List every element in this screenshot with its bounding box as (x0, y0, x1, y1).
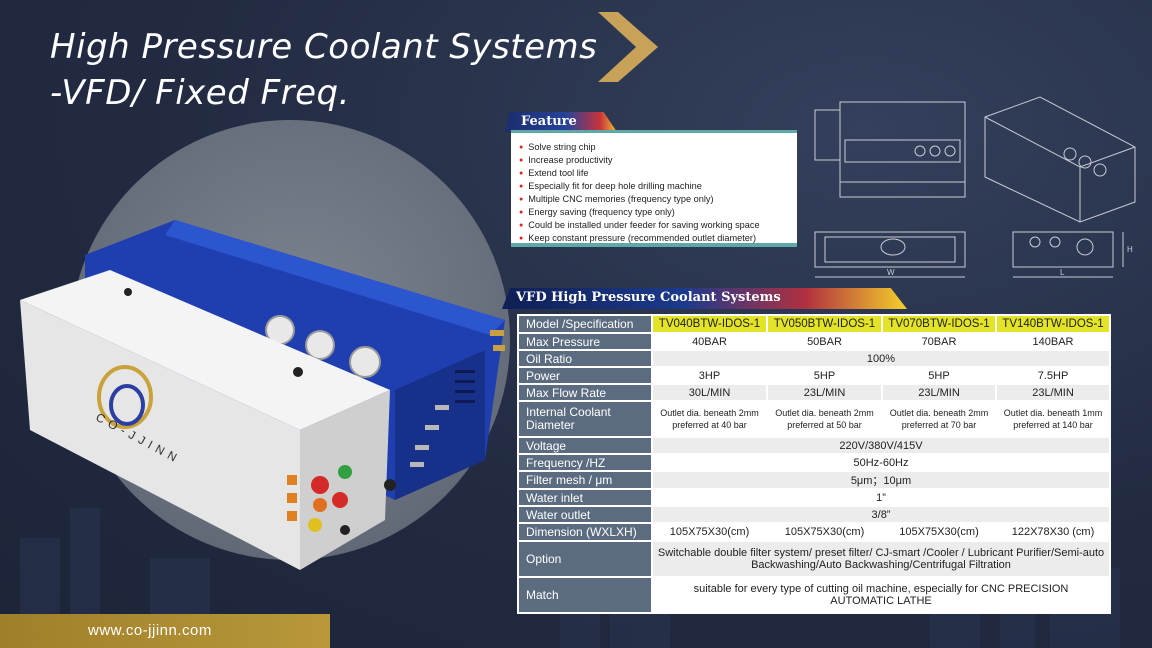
feature-item: Multiple CNC memories (frequency type on… (519, 193, 797, 206)
table-row: Power 3HP 5HP 5HP 7.5HP (517, 366, 1111, 385)
row-label: Frequency /HZ (517, 453, 653, 472)
feature-item: Extend tool life (519, 167, 797, 180)
model-cell: TV040BTW-IDOS-1 (651, 314, 768, 334)
table-row: Internal Coolant Diameter Outlet dia. be… (517, 400, 1111, 438)
table-cell: suitable for every type of cutting oil m… (651, 576, 1111, 614)
chevron-right-icon (598, 12, 658, 82)
spec-table: Model /Specification TV040BTW-IDOS-1 TV0… (517, 314, 1111, 614)
table-row: Water outlet 3/8” (517, 505, 1111, 524)
table-cell: 105X75X30(cm) (881, 522, 997, 542)
table-row: Frequency /HZ 50Hz-60Hz (517, 453, 1111, 472)
table-cell: 5HP (881, 366, 997, 385)
table-cell: 5HP (766, 366, 883, 385)
table-cell: 50Hz-60Hz (651, 453, 1111, 472)
table-row: Dimension (WXLXH) 105X75X30(cm) 105X75X3… (517, 522, 1111, 542)
table-cell: 105X75X30(cm) (651, 522, 768, 542)
spec-heading-tab: VFD High Pressure Coolant Systems (502, 288, 907, 309)
table-cell: 40BAR (651, 332, 768, 351)
table-cell: 105X75X30(cm) (766, 522, 883, 542)
table-row: Model /Specification TV040BTW-IDOS-1 TV0… (517, 314, 1111, 334)
feature-heading-tab: Feature (505, 112, 617, 132)
table-cell: Outlet dia. beneath 1mm preferred at 140… (995, 400, 1111, 438)
drawing-label-h: H (1127, 245, 1133, 254)
table-cell: 3HP (651, 366, 768, 385)
table-cell: 1” (651, 488, 1111, 507)
table-cell: 50BAR (766, 332, 883, 351)
row-label: Max Pressure (517, 332, 653, 351)
row-label: Max Flow Rate (517, 383, 653, 402)
model-cell: TV050BTW-IDOS-1 (766, 314, 883, 334)
table-row: Oil Ratio 100% (517, 349, 1111, 368)
table-row: Max Flow Rate 30L/MIN 23L/MIN 23L/MIN 23… (517, 383, 1111, 402)
drawing-label-w: W (887, 268, 895, 277)
table-cell: 7.5HP (995, 366, 1111, 385)
table-row: Water inlet 1” (517, 488, 1111, 507)
feature-list-box: Solve string chip Increase productivity … (511, 130, 797, 247)
row-label: Model /Specification (517, 314, 653, 334)
table-cell: 3/8” (651, 505, 1111, 524)
feature-item: Solve string chip (519, 141, 797, 154)
table-cell: 23L/MIN (995, 383, 1111, 402)
feature-list: Solve string chip Increase productivity … (511, 133, 797, 245)
table-row: Match suitable for every type of cutting… (517, 576, 1111, 614)
table-cell: 122X78X30 (cm) (995, 522, 1111, 542)
table-row: Filter mesh / μm 5μm；10μm (517, 470, 1111, 490)
feature-item: Energy saving (frequency type only) (519, 206, 797, 219)
table-cell: 100% (651, 349, 1111, 368)
table-row: Max Pressure 40BAR 50BAR 70BAR 140BAR (517, 332, 1111, 351)
technical-drawings: W L H (814, 96, 1136, 278)
table-cell: 70BAR (881, 332, 997, 351)
row-label: Option (517, 540, 653, 578)
row-label: Match (517, 576, 653, 614)
row-label: Water outlet (517, 505, 653, 524)
feature-item: Could be installed under feeder for savi… (519, 219, 797, 232)
row-label: Dimension (WXLXH) (517, 522, 653, 542)
table-cell: 23L/MIN (766, 383, 883, 402)
table-cell: Outlet dia. beneath 2mm preferred at 40 … (651, 400, 768, 438)
feature-item: Keep constant pressure (recommended outl… (519, 232, 797, 245)
feature-item: Especially fit for deep hole drilling ma… (519, 180, 797, 193)
table-cell: 220V/380V/415V (651, 436, 1111, 455)
table-cell: 30L/MIN (651, 383, 768, 402)
table-row: Option Switchable double filter system/ … (517, 540, 1111, 578)
spec-heading: VFD High Pressure Coolant Systems (516, 290, 781, 305)
feature-heading: Feature (521, 114, 577, 129)
feature-item: Increase productivity (519, 154, 797, 167)
table-cell: Outlet dia. beneath 2mm preferred at 50 … (766, 400, 883, 438)
row-label: Filter mesh / μm (517, 470, 653, 490)
model-cell: TV140BTW-IDOS-1 (995, 314, 1111, 334)
page-title-line1: High Pressure Coolant Systems (50, 27, 598, 67)
website-link[interactable]: www.co-jjinn.com (88, 622, 212, 639)
table-cell: Outlet dia. beneath 2mm preferred at 70 … (881, 400, 997, 438)
model-cell: TV070BTW-IDOS-1 (881, 314, 997, 334)
row-label: Internal Coolant Diameter (517, 400, 653, 438)
table-cell: 140BAR (995, 332, 1111, 351)
table-cell: 5μm；10μm (651, 470, 1111, 490)
table-cell: Switchable double filter system/ preset … (651, 540, 1111, 578)
table-row: Voltage 220V/380V/415V (517, 436, 1111, 455)
table-cell: 23L/MIN (881, 383, 997, 402)
row-label: Water inlet (517, 488, 653, 507)
website-banner: www.co-jjinn.com (0, 614, 330, 648)
coolant-machine-image (20, 220, 505, 570)
row-label: Power (517, 366, 653, 385)
row-label: Voltage (517, 436, 653, 455)
drawing-label-l: L (1060, 268, 1065, 277)
page-title-line2: -VFD/ Fixed Freq. (50, 73, 350, 113)
row-label: Oil Ratio (517, 349, 653, 368)
